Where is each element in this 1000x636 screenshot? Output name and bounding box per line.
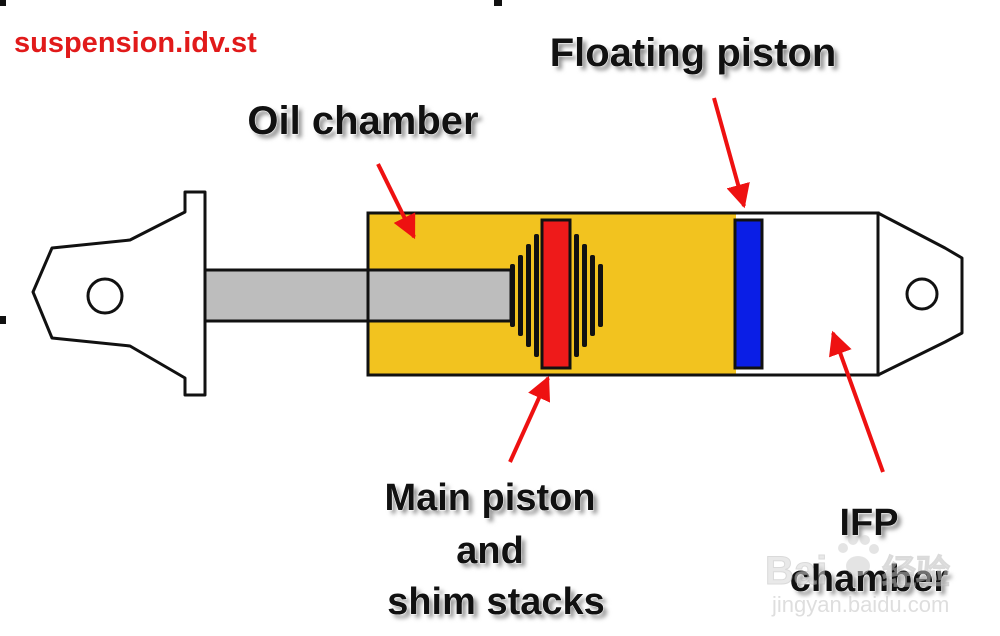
ifp-chamber-arrow	[829, 330, 885, 473]
floating-piston-arrow	[712, 97, 750, 209]
main-piston-label: Main piston Main piston and and shim sta…	[384, 477, 609, 628]
main-piston-label-line3-shadow: shim stacks	[391, 585, 609, 627]
ifp-label-line2-shadow: chamber	[794, 562, 953, 604]
main-piston	[540, 218, 572, 370]
paw-icon	[838, 535, 879, 576]
shim-stacks	[510, 234, 603, 357]
watermark-brand-cn: 经验	[882, 553, 950, 592]
main-piston-label-line3: shim stacks	[387, 581, 605, 623]
main-piston-label-line2-shadow: and	[460, 534, 528, 576]
floating-piston	[733, 218, 764, 370]
oil-chamber-label: Oil chamber Oil chamber	[247, 99, 483, 148]
main-piston-arrow	[508, 375, 551, 463]
corner-tick	[494, 0, 502, 6]
corner-tick	[0, 316, 6, 324]
floating-piston-label: Floating piston Floating piston	[549, 31, 841, 80]
oil-chamber-arrow	[376, 163, 416, 240]
left-mount-hole	[86, 277, 124, 315]
floating-piston-label-text: Floating piston	[550, 31, 837, 75]
oil-chamber-label-shadow: Oil chamber	[251, 103, 482, 147]
corner-tick	[0, 0, 6, 6]
watermark: Bai 经验 jingyan.baidu.com	[765, 535, 951, 617]
watermark-url: jingyan.baidu.com	[771, 592, 949, 617]
main-piston-label-line2: and	[456, 530, 524, 572]
main-piston-label-line1: Main piston	[384, 477, 595, 519]
labels: Oil chamber Oil chamber Floating piston …	[247, 31, 953, 628]
piston-rod-inner	[366, 268, 513, 323]
floating-piston-label-shadow: Floating piston	[554, 35, 841, 79]
main-piston-label-line1-shadow: Main piston	[388, 481, 599, 523]
watermark-brand: Bai	[765, 549, 827, 593]
oil-chamber-label-text: Oil chamber	[247, 99, 478, 143]
right-mount-hole	[905, 277, 939, 311]
site-label: suspension.idv.st	[14, 27, 257, 59]
